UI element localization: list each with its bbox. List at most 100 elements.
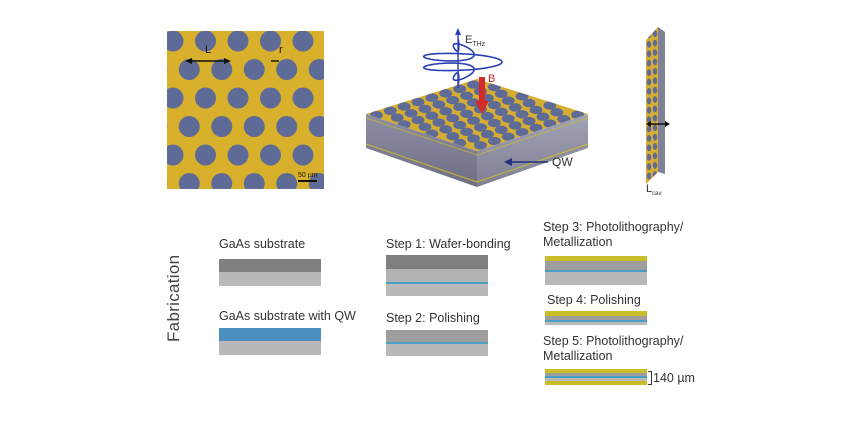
lattice-dot [652,133,658,141]
lattice-dot [425,111,439,120]
step2-stack [386,330,488,356]
lattice-dot [446,113,460,123]
side-view-diagram: Lcav [646,27,670,197]
lattice-dot [652,124,658,132]
sample-3d-diagram: ETHz B QW [365,28,589,187]
lattice-dot [646,172,652,180]
lattice-dot [467,116,480,125]
lattice-dot [383,106,397,116]
lattice-dot [167,144,184,166]
lattice-dot [652,39,658,47]
lattice-dot [494,125,508,135]
lattice-dot [652,114,658,122]
step4-stack [545,311,647,325]
step1-stack [386,255,488,296]
qw-label: QW [552,155,573,169]
period-arrow [185,58,231,64]
lattice-dot [260,144,281,166]
lattice-dot [652,152,658,160]
lattice-dot [227,87,249,109]
lattice-dot [646,50,652,58]
lattice-dot [178,173,200,189]
substrate-label: GaAs substrate [219,237,306,251]
lattice-dot [501,96,515,105]
thickness-label: 140 µm [653,371,695,385]
step5-label-line2: Metallization [543,349,613,363]
lattice-dot [243,59,265,80]
lattice-dot [292,31,314,52]
lattice-dot [646,97,652,105]
slab-top-face [366,79,588,151]
step2-label: Step 2: Polishing [386,311,480,325]
lattice-dot [652,161,658,169]
lattice-dot [260,87,281,109]
lattice-dot [453,84,467,94]
lattice-dot [474,141,487,150]
lattice-dot [652,58,658,66]
lattice-dot [467,134,480,143]
scale-bar-label: 50 µm [298,172,318,179]
lattice-dot [439,107,453,116]
lattice-dot [227,144,249,166]
lattice-dot [646,78,652,86]
lattice-dot [178,116,200,137]
lattice-dot [178,59,200,80]
step5-stack [545,369,647,385]
lattice-dot [292,144,314,166]
lattice-dot [646,125,652,133]
lattice-dot [646,59,652,67]
lattice-dot [425,93,439,102]
lattice-dot [515,110,529,119]
lattice-dot [195,144,216,166]
step3-stack [545,256,647,285]
lattice-dot [460,91,473,100]
lattice-dot [529,105,543,115]
period-label: L [205,44,211,56]
lattice-dot [460,109,473,118]
lattice-dot [522,116,536,126]
lattice-dot [211,116,233,137]
lattice-dot [646,88,652,95]
lattice-dot [453,120,467,130]
lattice-dot [467,80,480,89]
lattice-dot [481,130,494,139]
e-field-label: ETHz [465,34,486,48]
lattice-dot [195,87,216,109]
lattice-dot [543,119,557,128]
lattice-dot [501,132,515,141]
substrate-qw-label: GaAs substrate with QW [219,309,356,323]
lattice-dot [404,109,418,118]
lattice-dot [646,116,652,123]
lattice-dot [432,118,446,127]
micrograph-background [167,31,324,189]
lattice-dot [652,143,658,150]
lattice-dot [243,173,265,189]
lattice-dot [487,136,501,146]
thickness-bracket [648,371,652,385]
lattice-dot [167,87,184,109]
thz-wave [422,39,503,85]
lattice-dot [652,171,658,179]
lattice-dot [418,104,432,114]
lattice-dot [646,153,652,161]
lattice-dot [646,41,652,48]
fabrication-title: Fabrication [164,254,183,342]
lattice-dot [308,59,324,80]
step3-label-line1: Step 3: Photolithography/ [543,220,684,234]
lattice-dot [508,121,522,130]
lattice-dot [652,49,658,56]
lattice-dot [411,97,425,107]
lattice-dot [515,128,529,137]
lattice-dot [522,98,536,108]
lattice-dot [397,102,411,111]
lattice-dot [494,89,508,99]
step3-label-line2: Metallization [543,235,613,249]
slab-right-side [477,114,588,187]
substrate-stack [219,259,321,286]
lattice-dot [167,31,184,52]
lattice-dot [418,122,432,132]
slab-left-side [366,114,477,187]
lattice-dot [652,77,658,85]
side-edge [658,27,665,174]
lattice-dot [652,30,658,38]
